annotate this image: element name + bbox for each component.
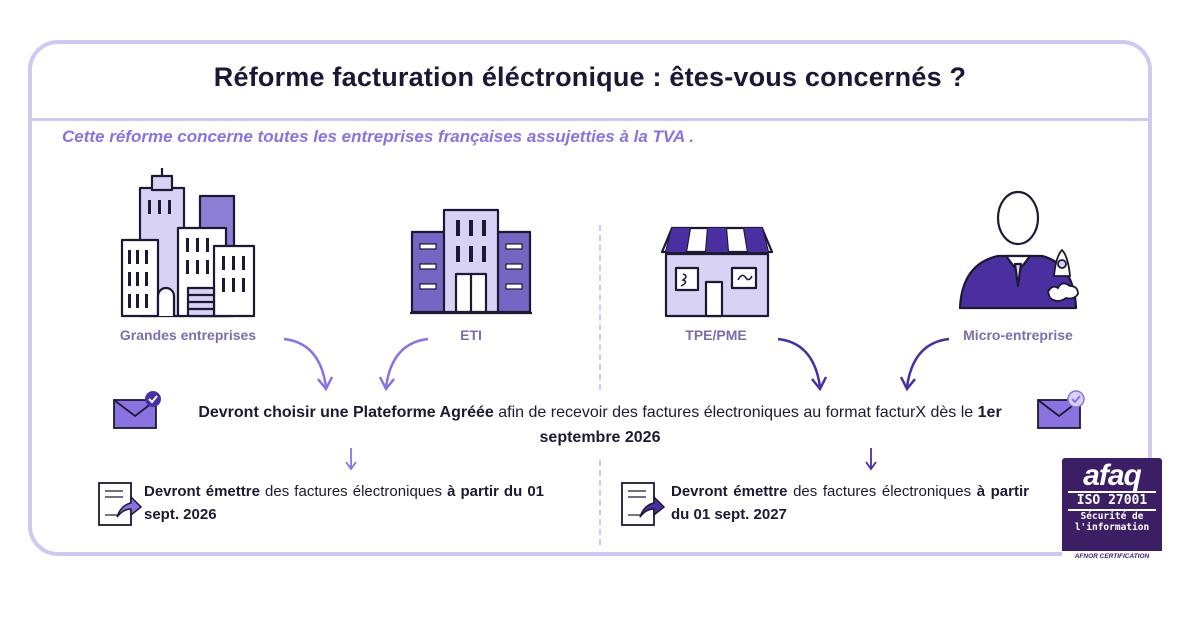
skyscrapers-icon <box>120 168 256 318</box>
emission-text: des factures électroniques <box>265 483 442 500</box>
afaq-certification-badge: afaq ISO 27001 Sécurité de l'information… <box>1062 458 1162 562</box>
office-building-icon <box>410 208 532 315</box>
category-label-eti: ETI <box>460 327 482 343</box>
emission-block-2027: Devront émettre des factures électroniqu… <box>671 480 1029 526</box>
title-band: Réforme facturation éléctronique : êtes-… <box>32 44 1148 121</box>
afaq-iso: ISO 27001 <box>1068 491 1156 511</box>
envelope-check-icon <box>113 391 161 429</box>
main-bold-1: Devront choisir une Plateforme Agréée <box>198 404 494 421</box>
main-bold-2: 1er <box>977 404 1002 421</box>
document-send-icon <box>621 482 666 526</box>
main-bold-3: septembre 2026 <box>539 429 661 446</box>
curved-arrow-icon <box>378 337 429 392</box>
afaq-line-2: l'information <box>1074 522 1150 533</box>
section-divider <box>599 225 601 390</box>
curved-arrow-icon <box>283 337 334 392</box>
main-statement: Devront choisir une Plateforme Agréée af… <box>175 400 1025 450</box>
emission-bold-1: Devront émettre <box>671 483 788 500</box>
afaq-logo: afaq <box>1083 459 1142 492</box>
curved-arrow-icon <box>899 337 950 392</box>
shop-icon <box>660 226 774 318</box>
document-send-icon <box>98 482 143 526</box>
person-rocket-icon <box>958 190 1079 310</box>
category-label-tpe: TPE/PME <box>685 327 747 343</box>
section-divider <box>599 460 601 545</box>
emission-block-2026: Devront émettre des factures électroniqu… <box>144 480 544 526</box>
curved-arrow-icon <box>777 337 828 392</box>
afaq-line-1: Sécurité de <box>1080 511 1144 522</box>
category-label-grandes: Grandes entreprises <box>119 327 257 343</box>
category-label-micro: Micro-entreprise <box>963 327 1073 343</box>
main-text-1: afin de recevoir des factures électroniq… <box>498 404 974 421</box>
emission-text: des factures électroniques <box>793 483 972 500</box>
down-arrow-icon <box>345 448 357 471</box>
down-arrow-icon <box>865 448 877 471</box>
emission-bold-1: Devront émettre <box>144 483 260 500</box>
envelope-check-icon <box>1037 390 1085 429</box>
page-title: Réforme facturation éléctronique : êtes-… <box>213 62 967 92</box>
emission-bold-2: à partir du 01 sept. 2026 <box>144 483 545 523</box>
emission-bold-2: à partir du 01 sept. 2027 <box>671 483 1029 523</box>
subtitle: Cette réforme concerne toutes les entrep… <box>62 127 695 146</box>
afaq-footer: AFNOR CERTIFICATION <box>1062 551 1162 562</box>
